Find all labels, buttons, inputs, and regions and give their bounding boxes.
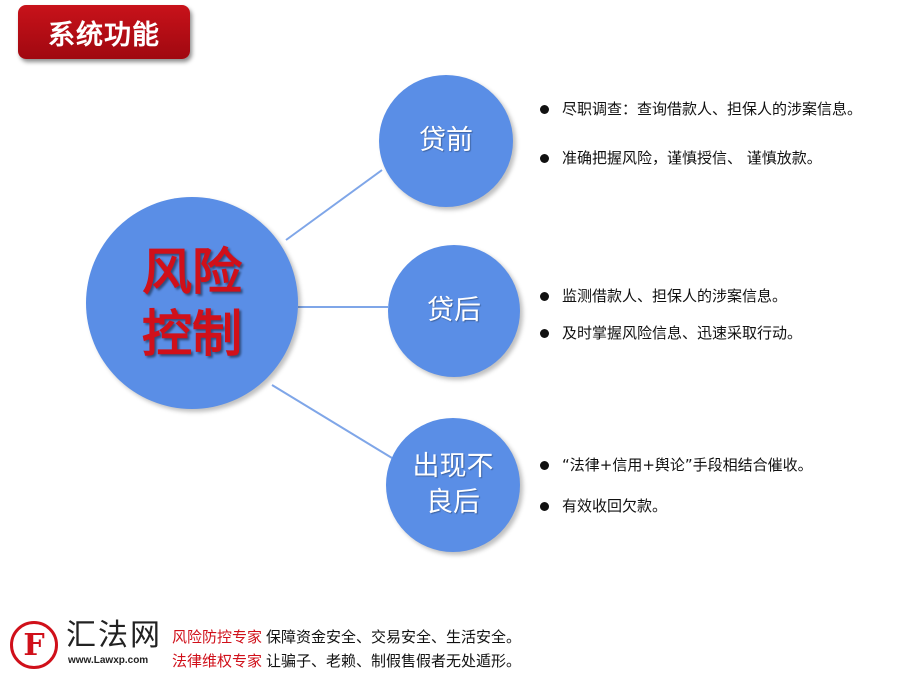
- connector-pre-loan: [285, 169, 383, 241]
- branch-label: 贷前: [419, 125, 473, 156]
- list-item: 及时掌握风险信息、迅速采取行动。: [538, 322, 802, 359]
- footer-line: 风险防控专家保障资金安全、交易安全、生活安全。: [172, 626, 521, 647]
- list-item: 有效收回欠款。: [538, 495, 813, 536]
- footer-line: 法律维权专家让骗子、老赖、制假售假者无处遁形。: [172, 650, 521, 671]
- branch-node-pre-loan: 贷前: [379, 75, 513, 207]
- footer-banner: F 汇法网 www.Lawxp.com 风险防控专家保障资金安全、交易安全、生活…: [10, 617, 610, 673]
- logo-name: 汇法网: [66, 618, 162, 653]
- list-item: 准确把握风险，谨慎授信、 谨慎放款。: [538, 147, 862, 196]
- branch-label: 贷后: [427, 295, 481, 326]
- center-node: 风险控制: [86, 197, 298, 409]
- footer-tag: 法律维权专家: [172, 652, 263, 670]
- list-item: 尽职调查：查询借款人、担保人的涉案信息。: [538, 98, 862, 147]
- pre-loan-bullet-list: 尽职调查：查询借款人、担保人的涉案信息。 准确把握风险，谨慎授信、 谨慎放款。: [538, 98, 862, 196]
- logo-icon: F: [10, 621, 58, 669]
- bad-loan-bullet-list: “法律+信用+舆论”手段相结合催收。 有效收回欠款。: [538, 454, 813, 536]
- list-item: 监测借款人、担保人的涉案信息。: [538, 285, 802, 322]
- branch-node-post-loan: 贷后: [388, 245, 520, 377]
- footer-tag: 风险防控专家: [172, 628, 263, 646]
- footer-text: 保障资金安全、交易安全、生活安全。: [266, 628, 522, 646]
- list-item: “法律+信用+舆论”手段相结合催收。: [538, 454, 813, 495]
- section-title: 系统功能: [18, 5, 190, 59]
- logo-url: www.Lawxp.com: [68, 655, 149, 666]
- branch-label: 出现不良后: [412, 451, 494, 518]
- post-loan-bullet-list: 监测借款人、担保人的涉案信息。 及时掌握风险信息、迅速采取行动。: [538, 285, 802, 359]
- footer-text: 让骗子、老赖、制假售假者无处遁形。: [266, 652, 522, 670]
- branch-node-bad-loan: 出现不良后: [386, 418, 520, 552]
- connector-bad-loan: [271, 384, 393, 459]
- center-label: 风险控制: [142, 243, 242, 363]
